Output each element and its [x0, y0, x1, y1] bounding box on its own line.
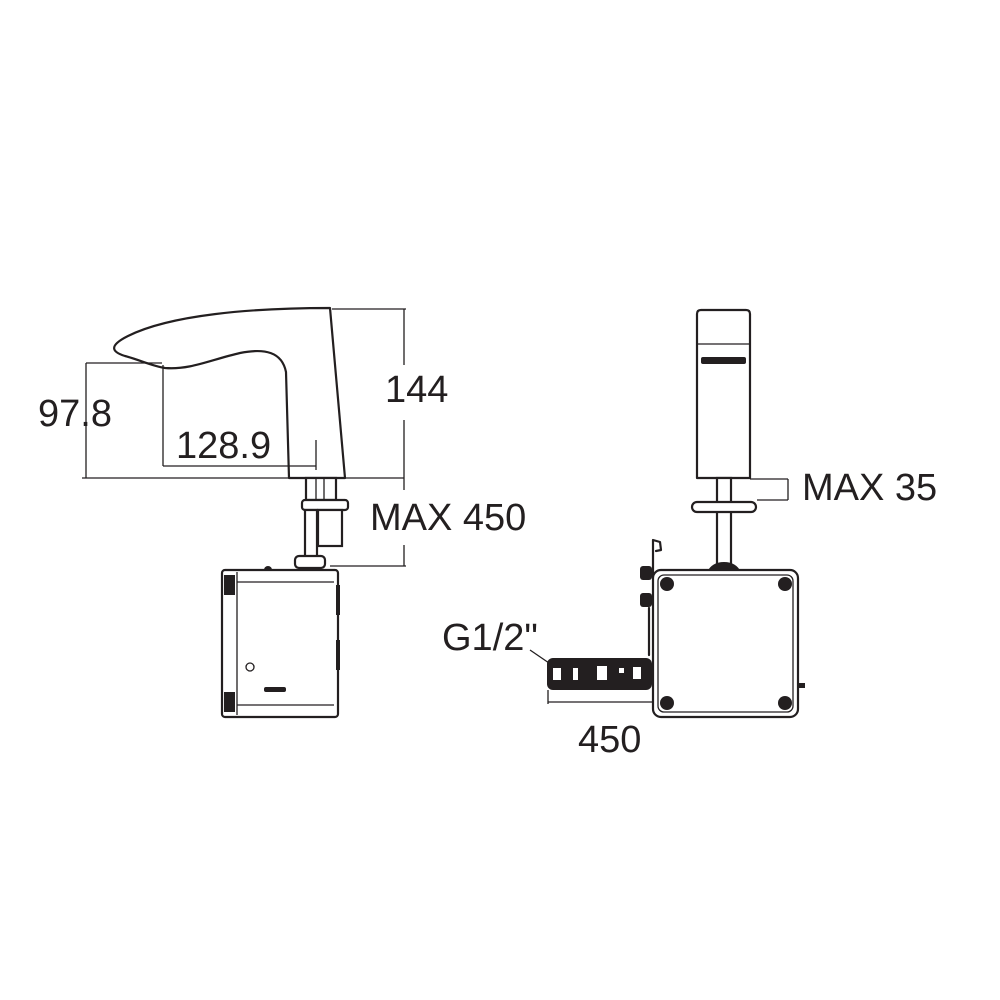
- hose-fitting: [293, 554, 327, 570]
- hose-connector: [316, 508, 344, 548]
- shank: [715, 476, 733, 568]
- label-max-450: MAX 450: [370, 497, 526, 539]
- shank: [304, 476, 338, 502]
- spout-front-body: [695, 308, 752, 480]
- label-128-9: 128.9: [176, 425, 271, 467]
- front-view: MAX 35 G1/2" 450: [442, 308, 937, 761]
- label-g1-2: G1/2": [442, 617, 538, 659]
- label-max-35: MAX 35: [802, 467, 937, 509]
- label-97-8: 97.8: [38, 393, 112, 435]
- label-144: 144: [385, 369, 448, 411]
- sensor-band: [701, 357, 746, 364]
- control-box-front: [651, 568, 800, 719]
- leader-line: [529, 649, 550, 664]
- spout-body: [113, 306, 347, 480]
- hose: [303, 508, 319, 562]
- sensor-window: [264, 687, 286, 692]
- side-view: 97.8 128.9 144 MAX 450: [38, 306, 526, 719]
- mounting-nut: [300, 498, 350, 512]
- washer: [690, 500, 758, 514]
- inlet-fitting: [547, 658, 652, 690]
- control-box: [220, 568, 340, 719]
- label-450: 450: [578, 719, 641, 761]
